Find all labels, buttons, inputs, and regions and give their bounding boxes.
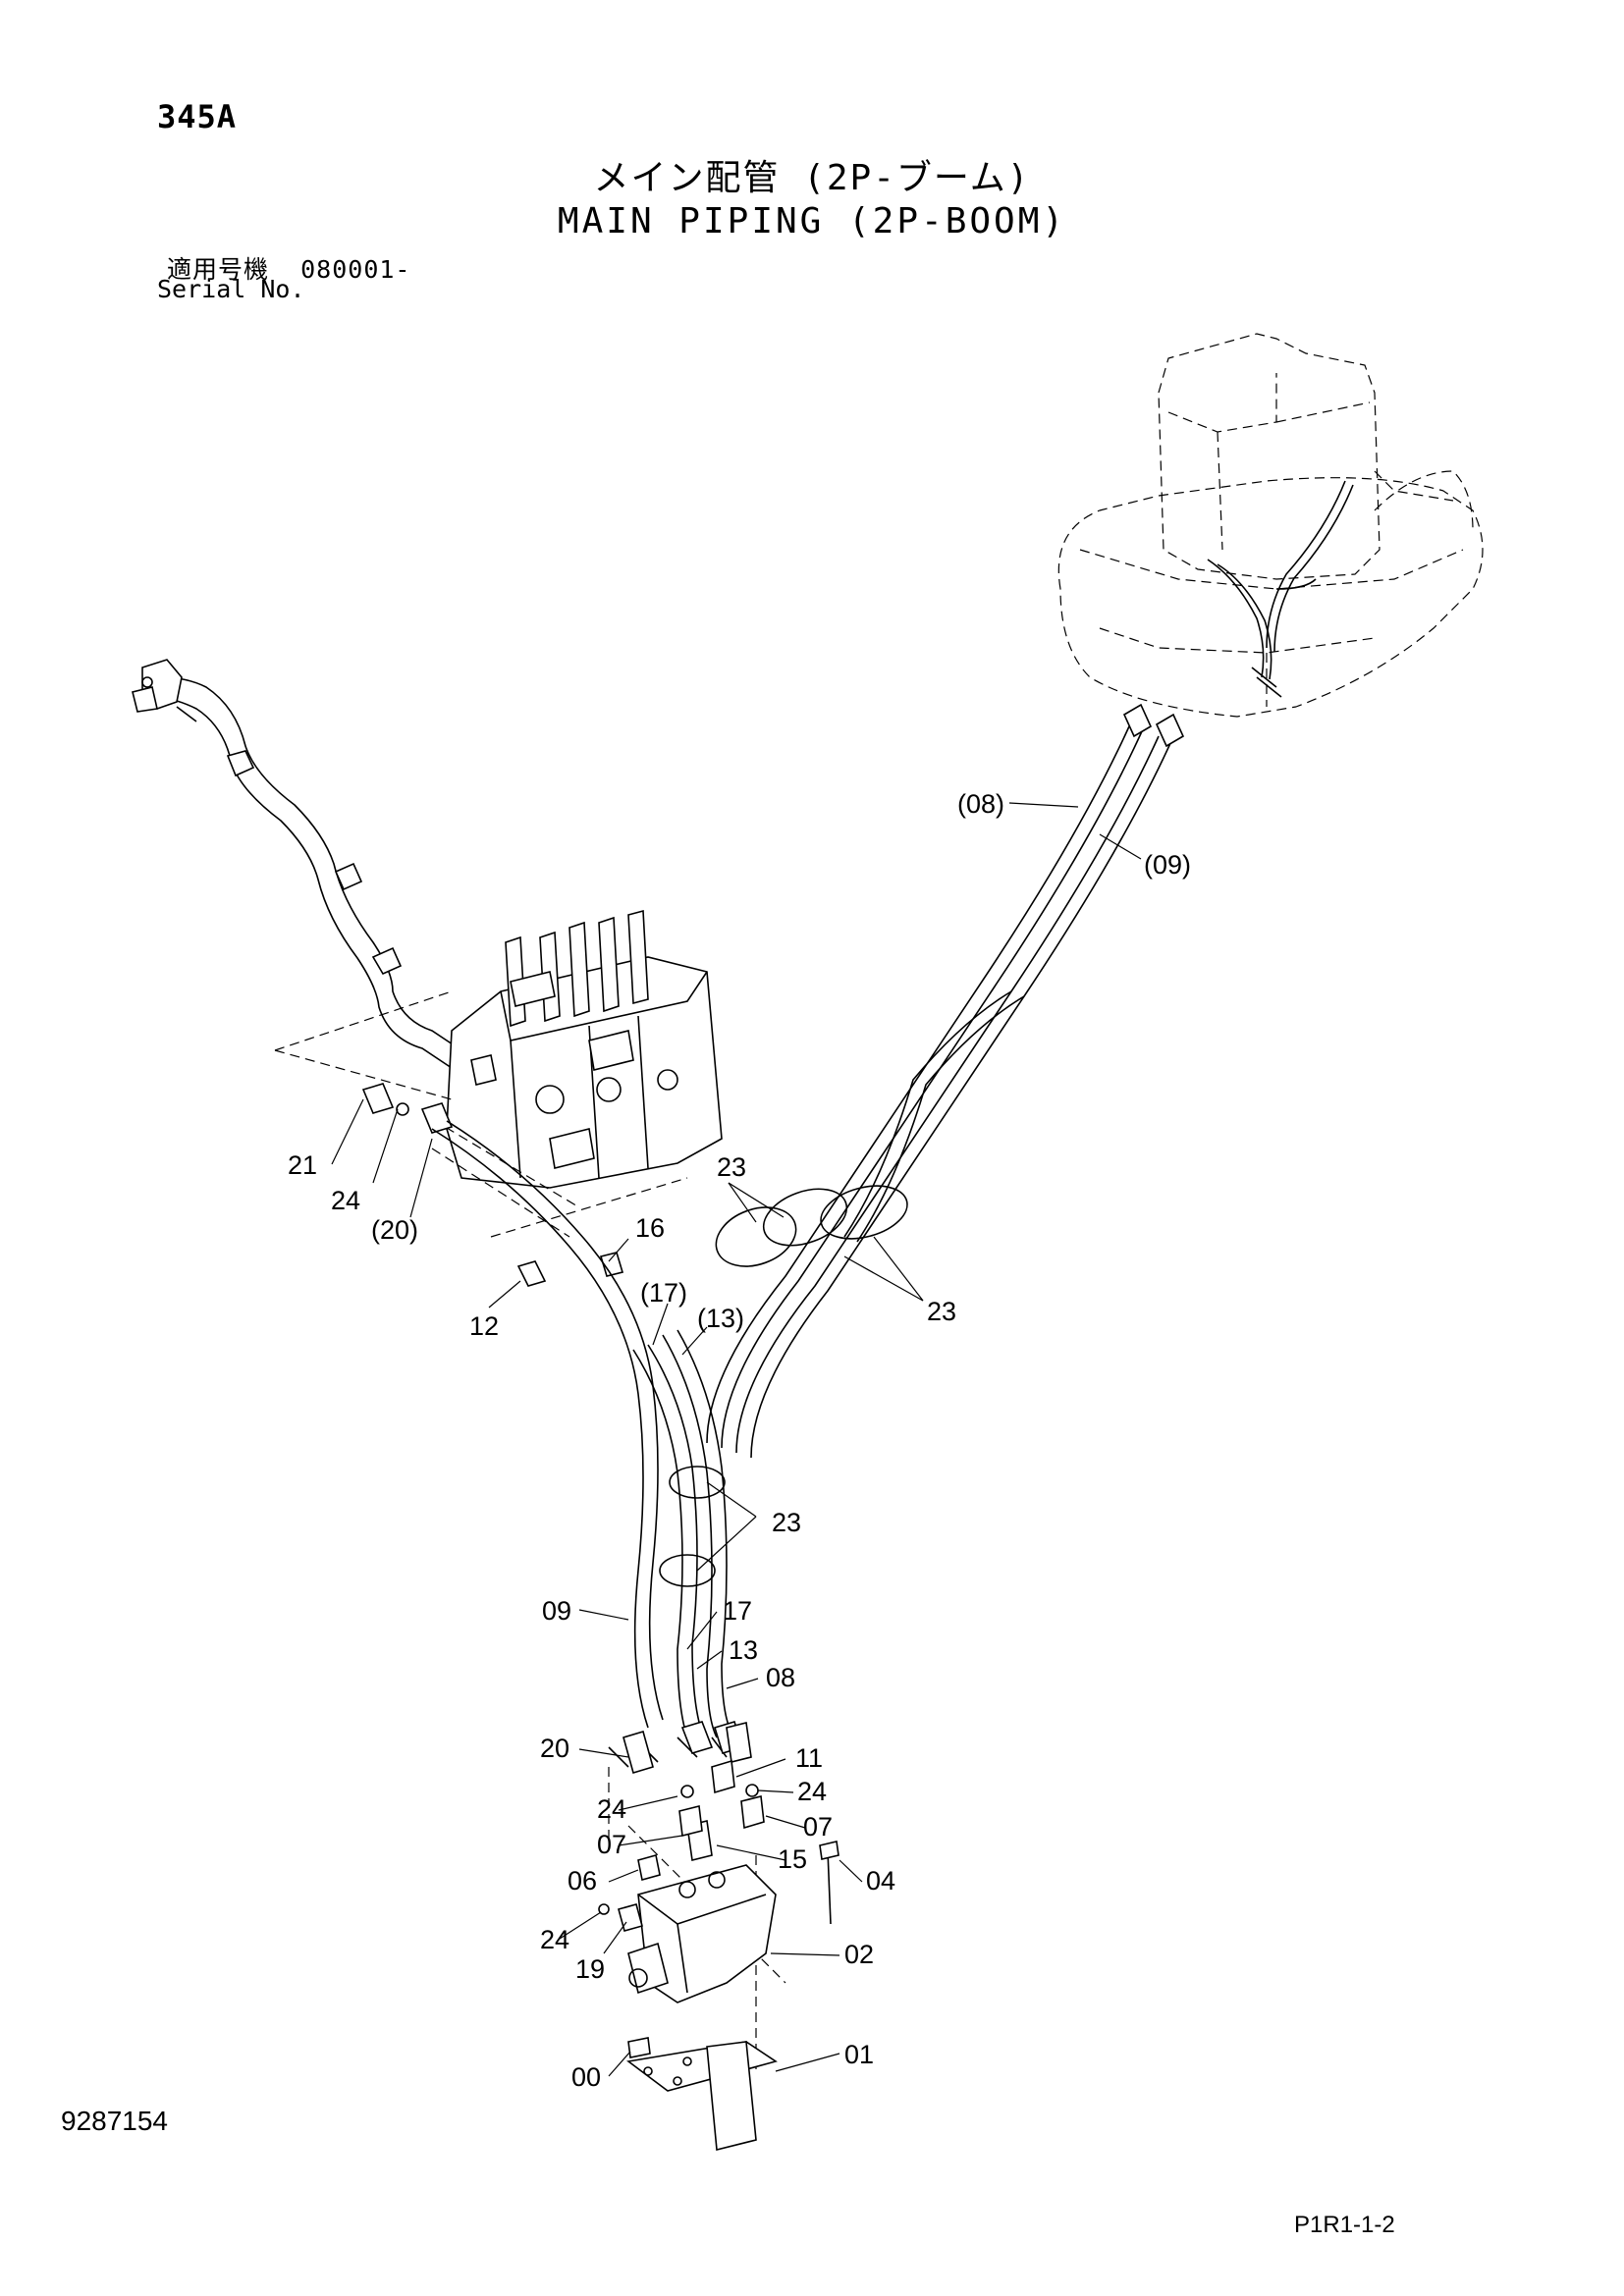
boom-pipe-drawing	[132, 659, 462, 1069]
model-number: 345A	[157, 98, 238, 135]
hose-bundle-drawing	[431, 703, 1185, 1775]
label-12: 12	[469, 1311, 499, 1341]
serial-label-japanese: 適用号機	[167, 255, 270, 284]
label-24-upper: 24	[331, 1186, 360, 1215]
label-19: 19	[575, 1954, 605, 1984]
label-04: 04	[866, 1866, 895, 1896]
label-08-ref: (08)	[957, 789, 1004, 819]
valve-fittings	[361, 1083, 624, 1287]
page-reference: P1R1-1-2	[1294, 2212, 1395, 2238]
label-24-right: 24	[797, 1777, 827, 1806]
serial-label-english: Serial No.	[157, 275, 305, 303]
label-02: 02	[844, 1940, 874, 1969]
serial-number: 080001-	[300, 255, 411, 284]
label-13: 13	[729, 1635, 758, 1665]
control-valve-drawing	[446, 909, 723, 1189]
label-20: 20	[540, 1734, 569, 1763]
label-06: 06	[568, 1866, 597, 1896]
title-english: MAIN PIPING (2P-BOOM)	[557, 201, 1067, 241]
title-japanese: メイン配管 (2P-ブーム)	[593, 158, 1031, 198]
label-17-ref: (17)	[640, 1278, 687, 1308]
label-01: 01	[844, 2040, 874, 2069]
leader-lines	[331, 802, 1142, 2077]
label-07-left: 07	[597, 1830, 626, 1859]
label-20-ref: (20)	[371, 1215, 418, 1245]
document-number: 9287154	[61, 2106, 169, 2136]
part-number-labels: (08) (09) 23 23 23 21 24 (20) 16 12 (17)…	[288, 789, 1191, 2092]
label-24-lower: 24	[540, 1925, 569, 1954]
label-17: 17	[723, 1596, 752, 1626]
label-23-clamp-lower: 23	[772, 1508, 801, 1537]
label-08: 08	[766, 1663, 795, 1692]
excavator-outline-drawing	[1057, 333, 1484, 718]
label-07-right: 07	[803, 1812, 833, 1842]
label-13-ref: (13)	[697, 1304, 744, 1333]
label-00: 00	[571, 2062, 601, 2092]
lower-valve-drawing	[598, 1722, 839, 2152]
label-21: 21	[288, 1150, 317, 1180]
label-24-left: 24	[597, 1794, 626, 1824]
label-16: 16	[635, 1213, 665, 1243]
label-09: 09	[542, 1596, 571, 1626]
clamp-drawings	[659, 1185, 908, 1587]
label-15: 15	[778, 1844, 807, 1874]
label-23-clamp-right: 23	[927, 1297, 956, 1326]
label-11: 11	[795, 1743, 823, 1773]
serial-line-japanese: 適用号機 080001-	[167, 250, 410, 286]
label-23-clamp-upper: 23	[717, 1152, 746, 1182]
label-09-ref: (09)	[1144, 850, 1191, 880]
